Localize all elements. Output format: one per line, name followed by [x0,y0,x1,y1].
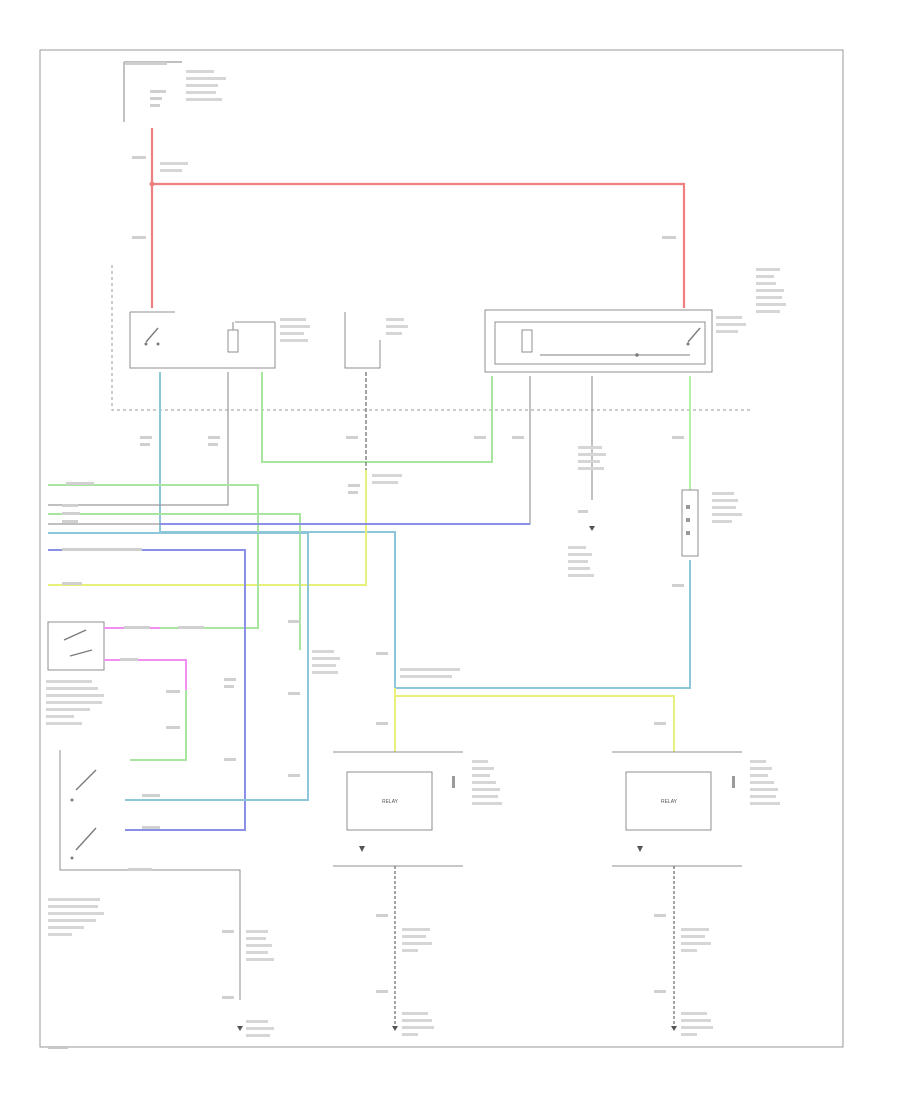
resistor-icon [672,489,742,587]
diagram-frame [39,49,844,1048]
relay-coil-icon [521,329,533,353]
ground-icon [589,526,595,531]
right-relay-module [484,268,786,373]
fuse-text-lines [125,62,226,107]
switch-icon [144,327,160,346]
power-source-block [123,61,226,122]
harness-vertical-labels [224,620,340,777]
switch-icon [686,327,701,346]
dashed-boundaries [111,265,750,411]
relay-coil-icon [227,322,239,353]
ground-icon [359,846,365,852]
lower-relay-left: RELAY [333,751,502,867]
red-power-wire [149,128,686,308]
red-wire-labels [132,156,676,239]
switch-icon [63,629,93,657]
switch-icon [70,769,97,860]
wire-labels-middle [140,436,684,577]
left-harness-wires [48,484,530,831]
center-module [344,312,408,369]
clutch-switch-box [48,750,241,1000]
ground-icon [392,1026,398,1031]
left-harness-labels [62,482,142,585]
ground-icon [237,1026,243,1031]
page-ref-mark [48,1046,68,1049]
module-output-wires [48,372,691,689]
relay-label-right: RELAY [661,799,678,805]
pressure-switch-box [46,621,204,761]
lower-relay-right: RELAY [612,751,780,867]
lower-relay-outputs [376,866,713,1036]
bottom-left-ground [222,930,274,1037]
lower-relay-feed [376,652,675,752]
ground-icon [637,846,643,852]
relay-label-left: RELAY [382,799,399,805]
left-relay-module [129,311,310,369]
ground-icon [671,1026,677,1031]
